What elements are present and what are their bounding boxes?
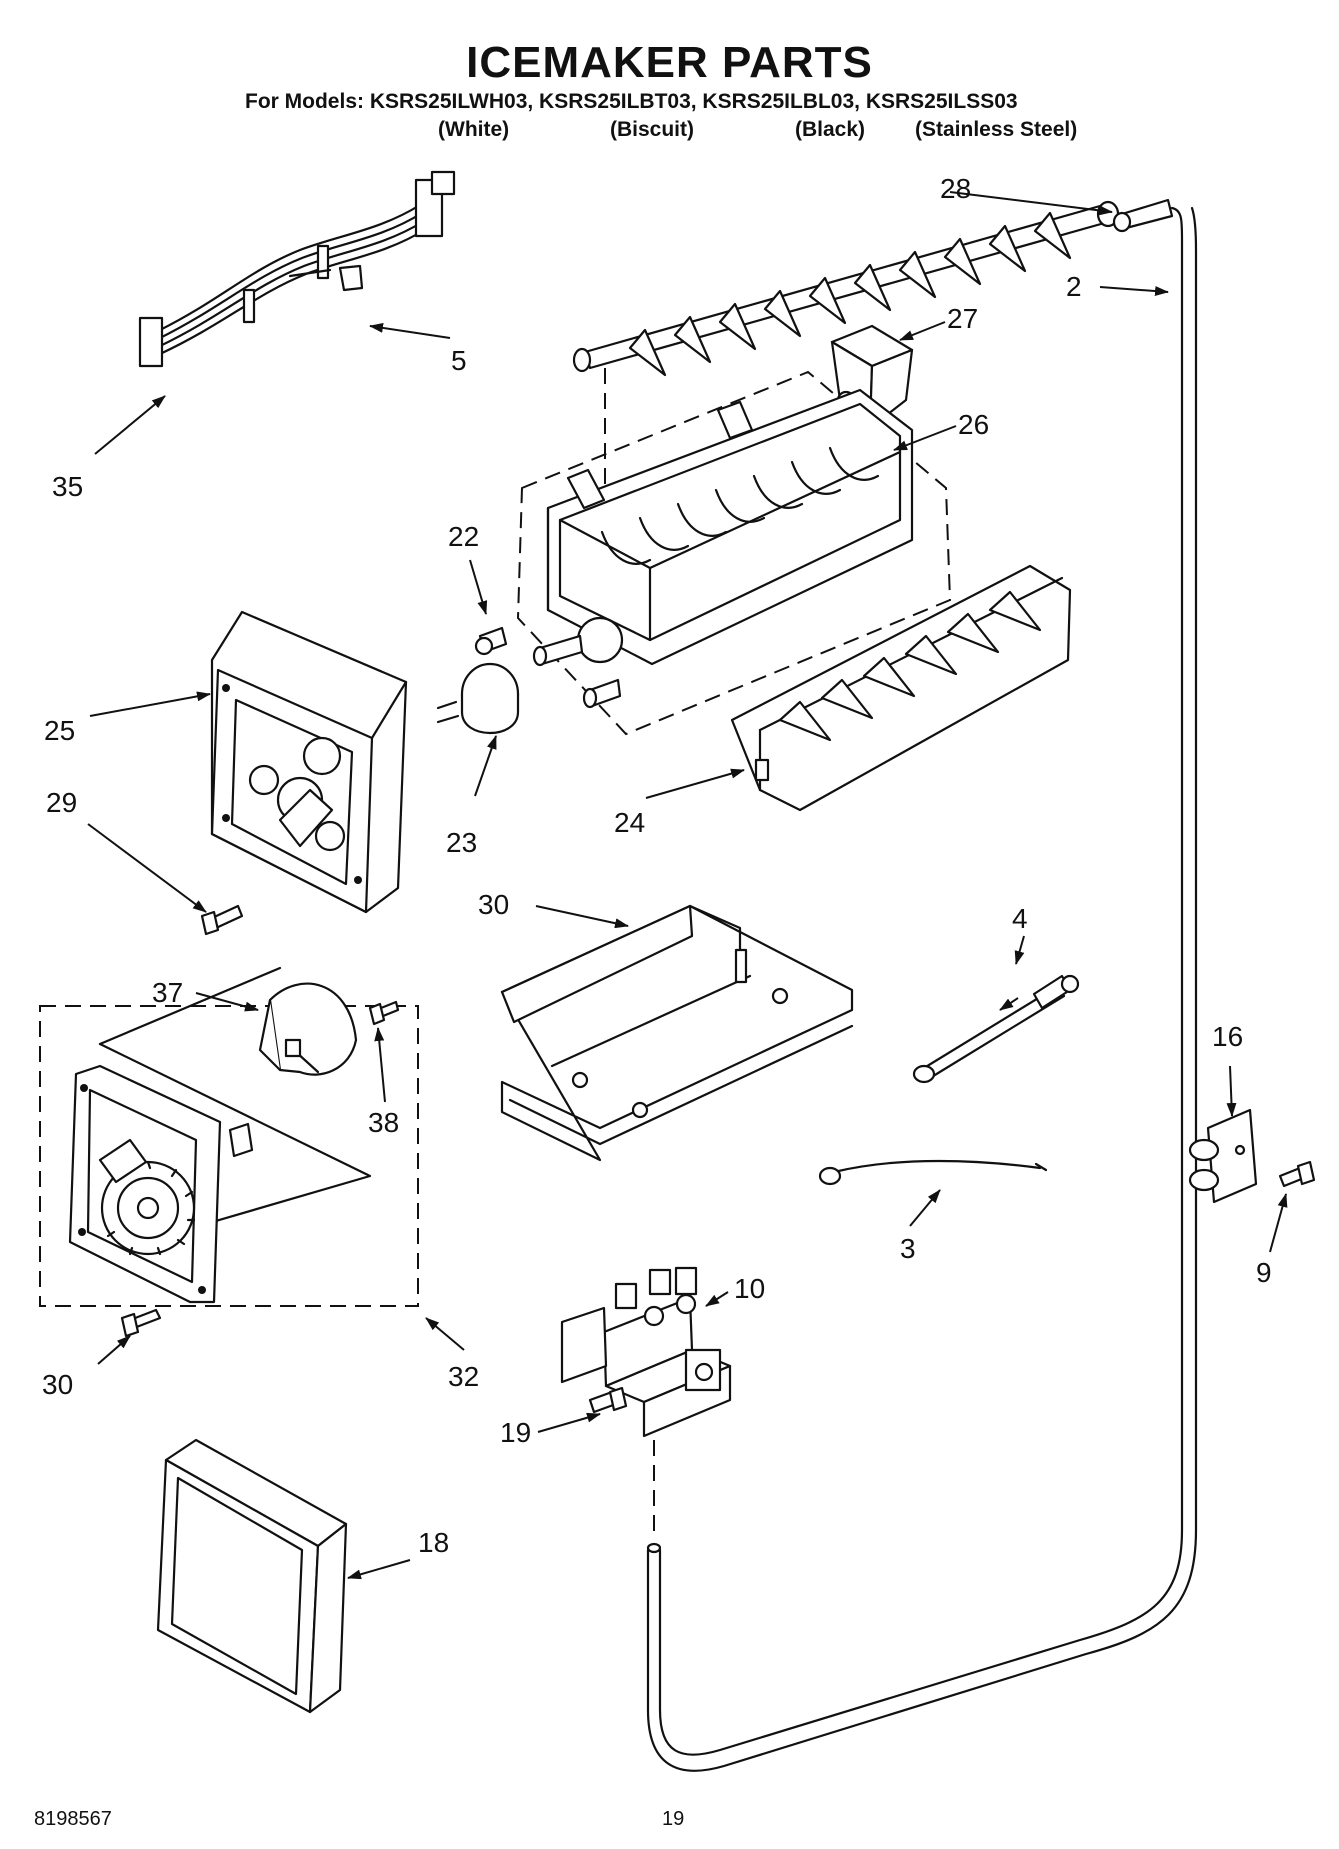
- mold-cover-part: [730, 564, 1072, 812]
- callout-3: 3: [900, 1233, 916, 1264]
- callout-37: 37: [152, 977, 183, 1008]
- clamp-screw-part: [1278, 1160, 1316, 1188]
- wire-clip-part: [338, 264, 364, 292]
- callout-32: 35: [52, 471, 83, 502]
- water-valve-part: [560, 1266, 732, 1438]
- callout-28: 29: [46, 787, 77, 818]
- motor-part: [258, 982, 358, 1076]
- callout-16: 16: [1212, 1021, 1243, 1052]
- valve-screw-part: [588, 1386, 628, 1414]
- thermostat-part: [436, 662, 520, 734]
- callout-5: 5: [451, 345, 467, 376]
- callout-23: 28: [940, 173, 971, 204]
- tube-clamp-part: [1188, 1108, 1258, 1204]
- kit-outline: [39, 1005, 419, 1307]
- page-number: 19: [662, 1808, 685, 1830]
- callout-30: 30: [42, 1369, 73, 1400]
- callout-26: 22: [448, 521, 479, 552]
- motor-screw-part: [368, 1000, 400, 1026]
- wire-harness-part: [138, 170, 456, 368]
- callout-10: 10: [734, 1273, 765, 1304]
- callout-25: 25: [44, 715, 75, 746]
- callout-24: 24: [614, 807, 645, 838]
- page-title: ICEMAKER PARTS: [466, 38, 873, 87]
- heater-shield-part: [500, 904, 854, 1162]
- module-screw-part: [120, 1308, 162, 1338]
- mold-clip-part: [474, 626, 508, 656]
- color-stainless-steel: (Stainless Steel): [915, 118, 1078, 141]
- color-biscuit: (Biscuit): [610, 118, 694, 141]
- color-white: (White): [438, 118, 510, 141]
- water-line-part: [646, 198, 1198, 1772]
- color-black: (Black): [795, 118, 866, 141]
- callout-9: 9: [1256, 1257, 1272, 1288]
- callout-35: 32: [448, 1361, 479, 1392]
- callout-19: 19: [500, 1417, 531, 1448]
- housing-screw-part: [200, 904, 244, 936]
- callout-20: 26: [958, 409, 989, 440]
- icemaker-housing-part: [210, 610, 408, 914]
- callout-2: 2: [1066, 271, 1082, 302]
- fill-tube-part: [818, 1159, 1048, 1186]
- inlet-tube-part: [912, 974, 1080, 1084]
- control-module-part: [68, 1064, 254, 1304]
- models-line: For Models: KSRS25ILWH03, KSRS25ILBT03, …: [245, 90, 1018, 113]
- insulation-pad-part: [156, 1438, 348, 1714]
- callout-27: 23: [446, 827, 477, 858]
- callout-29: 30: [478, 889, 509, 920]
- callout-4: 4: [1012, 903, 1028, 934]
- callout-22: 27: [947, 303, 978, 334]
- callout-38: 38: [368, 1107, 399, 1138]
- ice-mold-part: [532, 388, 914, 709]
- mold-assembly-outline: [516, 370, 952, 736]
- callout-18: 18: [418, 1527, 449, 1558]
- document-number: 8198567: [34, 1808, 112, 1830]
